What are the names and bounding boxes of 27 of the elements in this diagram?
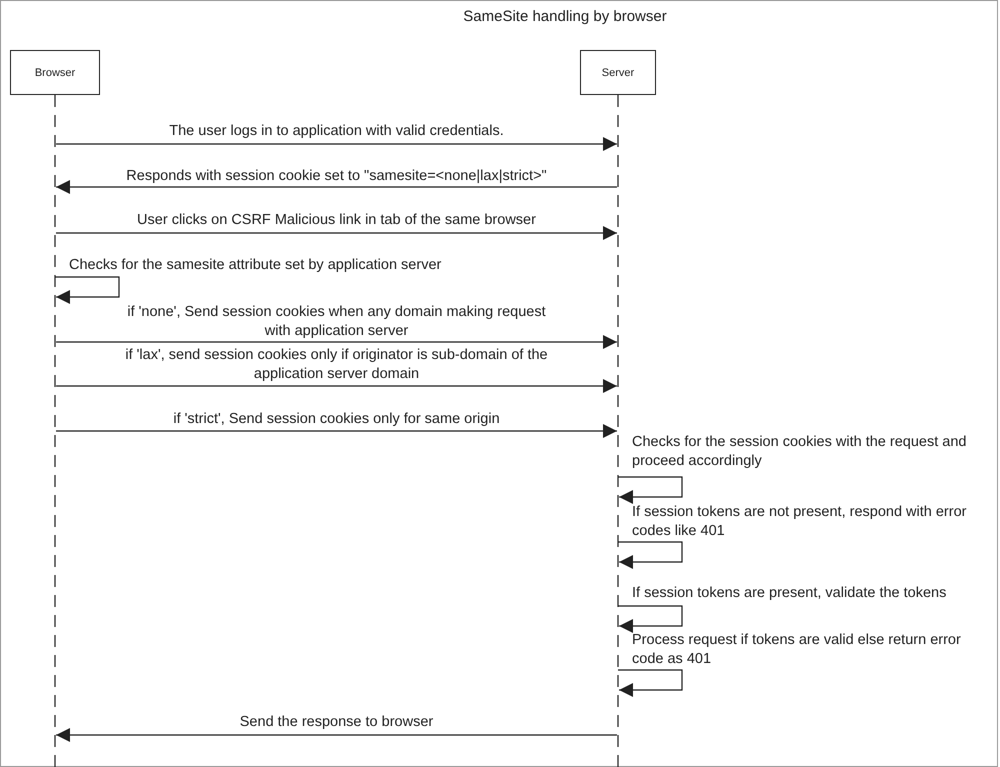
message-label: The user logs in to application with valid credentials. xyxy=(168,122,505,141)
message-arrow xyxy=(56,379,617,393)
self-message-arrow xyxy=(618,476,683,504)
self-message-arrow xyxy=(618,541,683,569)
self-message-arrow xyxy=(618,669,683,697)
diagram-title: SameSite handling by browser xyxy=(462,8,668,25)
message-arrow xyxy=(56,335,617,349)
message-label: If session tokens are present, validate the tokens xyxy=(632,584,948,603)
message-label: Responds with session cookie set to "samesite=<none|lax|strict>" xyxy=(125,167,548,186)
message-label: Send the response to browser xyxy=(238,713,434,732)
message-arrow xyxy=(56,180,617,194)
message-label: if 'lax', send session cookies only if originator is sub-domain of the application server domain xyxy=(124,346,549,384)
message-label: Checks for the samesite attribute set by application server xyxy=(69,256,442,275)
message-arrow xyxy=(56,137,617,151)
message-label: If session tokens are not present, respond with error codes like 401 xyxy=(632,503,968,541)
participant-box: Browser xyxy=(10,50,100,95)
message-arrow xyxy=(56,424,617,438)
message-label: if 'strict', Send session cookies only for same origin xyxy=(172,410,501,429)
self-message-arrow xyxy=(618,605,683,633)
message-arrow xyxy=(56,728,617,742)
message-label: Process request if tokens are valid else return error code as 401 xyxy=(632,631,962,669)
message-label: if 'none', Send session cookies when any domain making request with application server xyxy=(126,303,547,341)
message-label: Checks for the session cookies with the request and proceed accordingly xyxy=(632,433,968,471)
message-label: User clicks on CSRF Malicious link in tab of the same browser xyxy=(136,211,537,230)
participant-box: Server xyxy=(580,50,656,95)
message-arrow xyxy=(56,226,617,240)
self-message-arrow xyxy=(55,276,120,304)
